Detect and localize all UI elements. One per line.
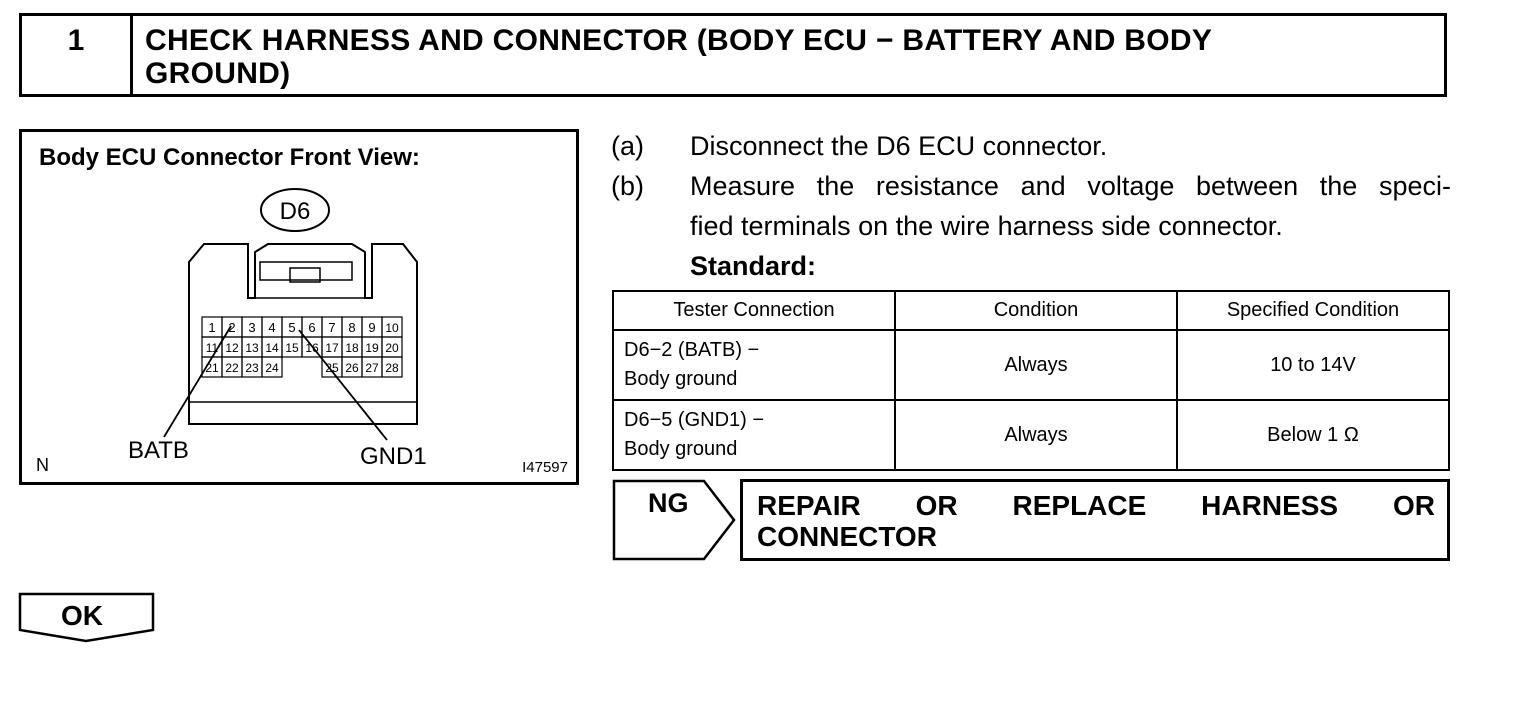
- pin-label: 2: [228, 320, 235, 335]
- instruction-b-text: Measure the resistance and voltage betwe…: [690, 166, 1451, 286]
- pin-label: 23: [245, 361, 259, 375]
- batb-leader: [163, 325, 232, 438]
- standard-label: Standard:: [690, 251, 817, 281]
- pin-label: 22: [225, 361, 239, 375]
- connector-housing: [188, 243, 418, 425]
- ng-action-line2: CONNECTOR: [757, 521, 937, 552]
- pin-label: 3: [248, 320, 255, 335]
- pin-label: 17: [325, 341, 339, 355]
- cell-connection: D6−5 (GND1) − Body ground: [612, 399, 896, 471]
- pin-label: 15: [285, 341, 299, 355]
- gnd1-leader: [298, 329, 388, 441]
- figure-title: Body ECU Connector Front View:: [39, 144, 420, 171]
- table-header-row: Tester Connection Condition Specified Co…: [612, 290, 1450, 331]
- pin-label: 27: [365, 361, 379, 375]
- connection-line1: D6−2 (BATB) −: [624, 339, 760, 361]
- pin-cell: [261, 356, 283, 378]
- pin-label: 10: [385, 321, 399, 335]
- table-row: D6−5 (GND1) − Body ground Always Below 1…: [612, 399, 1450, 471]
- table-row: D6−2 (BATB) − Body ground Always 10 to 1…: [612, 329, 1450, 401]
- connector-lock: [259, 261, 353, 281]
- pin-label: 13: [245, 341, 259, 355]
- pin-label: 6: [308, 320, 315, 335]
- instructions: (a) Disconnect the D6 ECU connector. (b)…: [611, 126, 1451, 286]
- ng-label: NG: [648, 488, 689, 518]
- pin-label: 18: [345, 341, 359, 355]
- pin-label: 25: [325, 361, 339, 375]
- connection-line2: Body ground: [624, 368, 738, 390]
- figure-code: I47597: [522, 459, 568, 476]
- cell-spec: Below 1 Ω: [1176, 399, 1450, 471]
- cell-spec: 10 to 14V: [1176, 329, 1450, 401]
- instruction-a: (a) Disconnect the D6 ECU connector.: [611, 126, 1451, 166]
- pin-label: 28: [385, 361, 399, 375]
- connection-line1: D6−5 (GND1) −: [624, 409, 765, 431]
- cell-connection: D6−2 (BATB) − Body ground: [612, 329, 896, 401]
- instruction-a-text: Disconnect the D6 ECU connector.: [690, 131, 1108, 161]
- instruction-b-line1: Measure the resistance and voltage betwe…: [690, 171, 1451, 201]
- header-condition: Condition: [894, 290, 1178, 331]
- pin-label: 24: [265, 361, 279, 375]
- step-number: 1: [22, 16, 133, 94]
- pin-label: 1: [208, 320, 215, 335]
- pin-label: 26: [345, 361, 359, 375]
- pin-label: 19: [365, 341, 379, 355]
- instruction-b: (b) Measure the resistance and voltage b…: [611, 166, 1451, 286]
- header-specified-condition: Specified Condition: [1176, 290, 1450, 331]
- step-header: 1 CHECK HARNESS AND CONNECTOR (BODY ECU …: [19, 13, 1447, 97]
- pin-label: 11: [206, 341, 219, 355]
- pin-label: 12: [225, 341, 239, 355]
- ng-arrow-shape: [612, 479, 736, 561]
- pin-label: 8: [348, 320, 355, 335]
- ng-action-line1: REPAIR OR REPLACE HARNESS OR: [757, 490, 1435, 521]
- step-title: CHECK HARNESS AND CONNECTOR (BODY ECU − …: [133, 16, 1444, 94]
- connector-id-label: D6: [280, 198, 311, 225]
- figure-corner-n: N: [36, 455, 49, 475]
- step-title-line1: CHECK HARNESS AND CONNECTOR (BODY ECU − …: [145, 24, 1213, 57]
- gnd1-label: GND1: [360, 443, 427, 470]
- pin-label: 20: [385, 341, 399, 355]
- batb-label: BATB: [128, 437, 189, 464]
- ng-action-box: REPAIR OR REPLACE HARNESS OR CONNECTOR: [740, 479, 1450, 561]
- pin-label: 7: [328, 320, 335, 335]
- cell-condition: Always: [894, 329, 1178, 401]
- pin-cell: [381, 356, 403, 378]
- pin-label: 4: [268, 320, 275, 335]
- pin-label: 21: [205, 361, 219, 375]
- instruction-a-mark: (a): [611, 131, 644, 161]
- pin-label: 9: [368, 320, 375, 335]
- ok-label: OK: [61, 600, 103, 631]
- cell-condition: Always: [894, 399, 1178, 471]
- header-tester-connection: Tester Connection: [612, 290, 896, 331]
- instruction-b-mark: (b): [611, 171, 644, 201]
- pin-label: 5: [288, 320, 295, 335]
- connector-id-ellipse: [260, 188, 330, 232]
- connection-line2: Body ground: [624, 438, 738, 460]
- spec-table: Tester Connection Condition Specified Co…: [612, 290, 1450, 471]
- pin-label: 14: [265, 341, 279, 355]
- step-title-line2: GROUND): [145, 57, 291, 90]
- ok-arrow-shape: [18, 592, 155, 643]
- instruction-b-line2: fied terminals on the wire harness side …: [690, 211, 1283, 241]
